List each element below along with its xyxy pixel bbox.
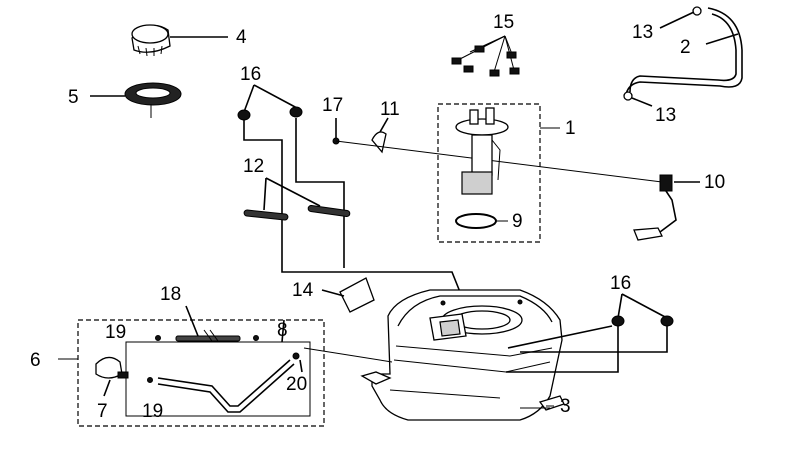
label-7: 7 [97,401,108,422]
label-11: 11 [380,99,400,120]
label-13-bottom: 13 [655,105,676,126]
rubber-mounts-right [506,293,674,373]
bolt-set [451,35,520,77]
breather-hose [623,6,743,107]
label-10: 10 [704,172,725,193]
label-4: 4 [236,27,247,48]
label-8: 8 [277,320,288,341]
label-1: 1 [565,118,576,139]
label-20: 20 [286,374,307,395]
label-14: 14 [292,280,314,301]
label-16-right: 16 [610,273,631,294]
label-2: 2 [680,37,691,58]
cap-gasket [90,82,182,118]
label-18: 18 [160,284,181,305]
label-5: 5 [68,87,79,108]
label-16-upper: 16 [240,64,261,85]
label-13-top: 13 [632,22,653,43]
label-sticker [321,277,375,313]
fuel-tank [360,289,565,421]
label-3: 3 [560,396,571,417]
rubber-mounts-upper [237,84,461,293]
fuel-pump-assembly [437,103,560,243]
label-12: 12 [243,156,264,177]
label-9: 9 [512,211,523,232]
label-15: 15 [493,12,514,33]
label-19-bottom: 19 [142,401,163,422]
label-19-top: 19 [105,322,126,343]
label-6: 6 [30,350,41,371]
label-17: 17 [322,95,343,116]
tank-straps [243,177,351,221]
fuel-cap [131,24,228,57]
drain-assembly [58,305,393,427]
fuel-level-sender [633,174,700,241]
